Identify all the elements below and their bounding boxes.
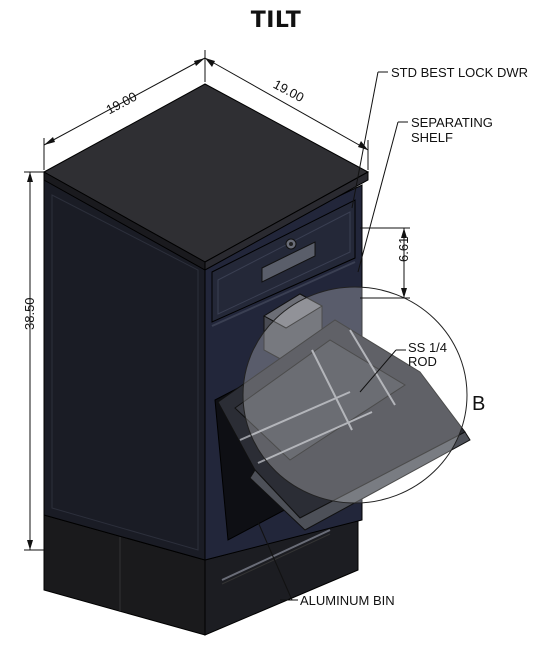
dim-width-right: 19.00 (271, 76, 307, 105)
callout-rod-1: SS 1/4 (408, 340, 447, 355)
drawer-pull (261, 241, 316, 283)
callout-separating-shelf-1: SEPARATING (411, 115, 493, 130)
callout-std-lock: STD BEST LOCK DWR (391, 65, 528, 80)
bin-rod (239, 391, 351, 441)
callout-aluminum-bin: ALUMINUM BIN (300, 593, 395, 608)
dim-drawer-height: 6.61 (396, 237, 411, 262)
dim-height: 38.50 (22, 297, 37, 330)
bin-rod (349, 329, 396, 406)
bin-rod (257, 411, 373, 464)
detail-label-b: B (472, 393, 485, 415)
callout-separating-shelf-2: SHELF (411, 130, 453, 145)
drawing-title: TILT (250, 8, 302, 33)
bin-rod (311, 349, 353, 431)
detail-b-circle (242, 286, 468, 504)
dim-width-left: 19.00 (104, 89, 140, 118)
callout-rod-2: ROD (408, 354, 437, 369)
separating-shelf (211, 261, 356, 327)
